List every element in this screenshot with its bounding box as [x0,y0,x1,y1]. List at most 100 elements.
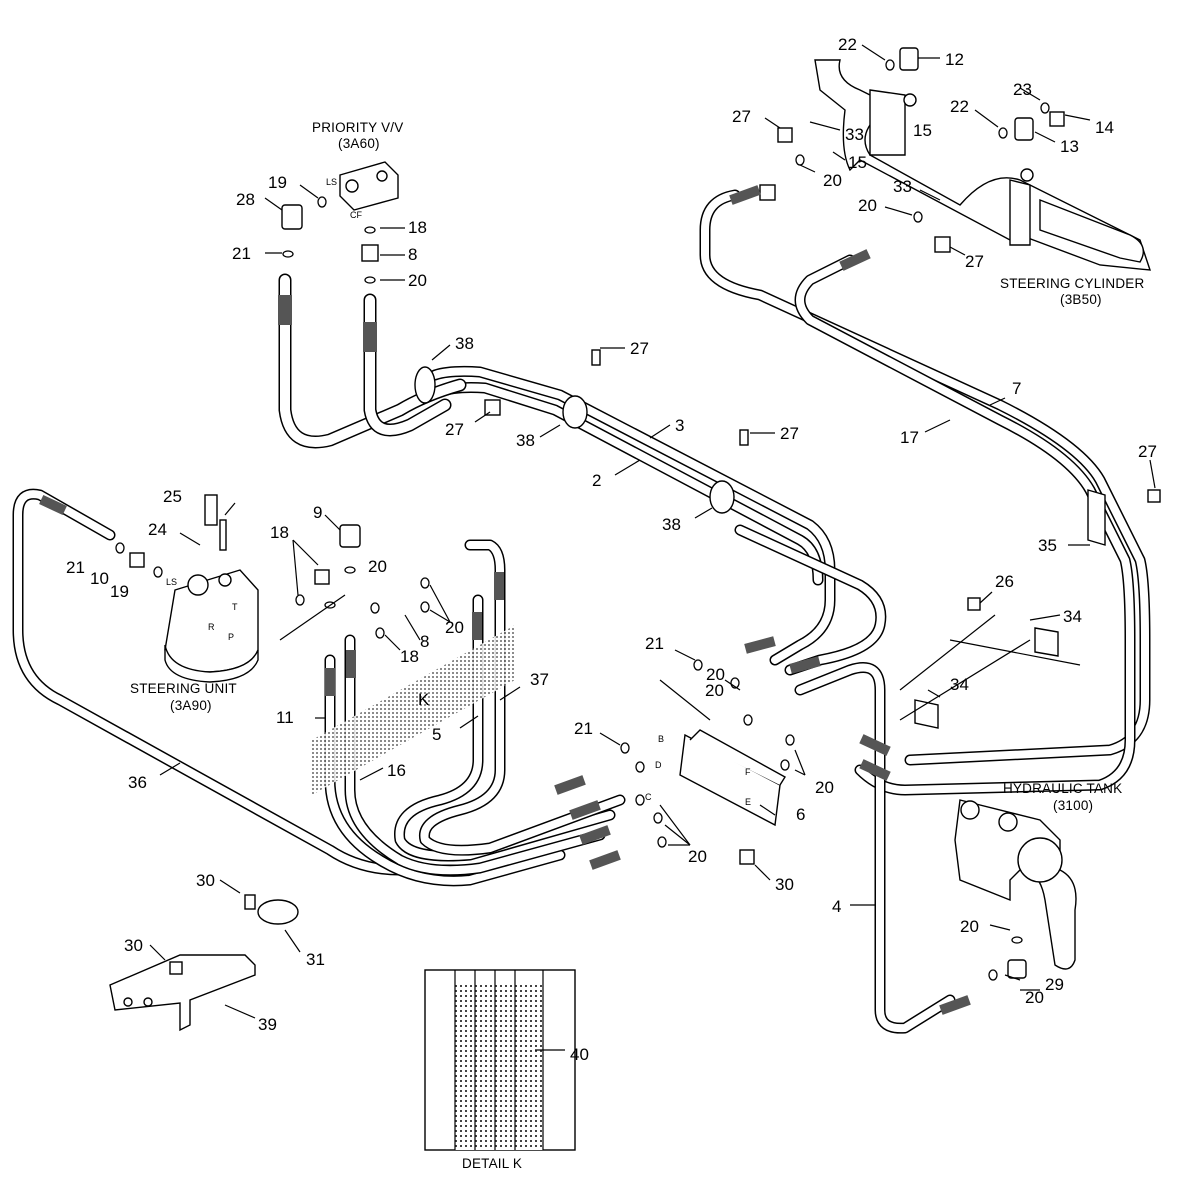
callout: 20 [815,778,834,797]
port-letter: LS [326,177,337,187]
callout: 33 [845,125,864,144]
callout: 17 [900,428,919,447]
callout: 21 [66,558,85,577]
callout: 10 [90,569,109,588]
callout: 38 [662,515,681,534]
callout: 20 [445,618,464,637]
steering-cylinder [814,59,1152,271]
callout: 20 [705,681,724,700]
callout: 6 [796,805,805,824]
svg-text:T: T [232,602,238,612]
callout: 18 [400,647,419,666]
callout: 16 [387,761,406,780]
callout: 27 [445,420,464,439]
pipe-routes [12,189,1151,1034]
callout: 20 [706,665,725,684]
callout: 14 [1095,118,1114,137]
detail-k-title: DETAIL K [462,1156,522,1171]
callout: 33 [893,177,912,196]
callout: 22 [838,35,857,54]
callout: 27 [965,252,984,271]
callout: 24 [148,520,167,539]
callout: 20 [858,196,877,215]
port-letter: LS [166,577,177,587]
callout: 4 [832,897,841,916]
callout: 27 [1138,442,1157,461]
callout: 27 [732,107,751,126]
steering-unit: T R P [164,519,259,683]
port-letter: C [645,792,652,802]
hose-ends [39,185,971,1015]
svg-text:R: R [208,622,215,632]
component-labels: PRIORITY V/V (3A60) STEERING CYLINDER (3… [130,120,1144,813]
callout: 13 [1060,137,1079,156]
callout: 25 [163,487,182,506]
callout: 34 [950,675,969,694]
callout: 30 [775,875,794,894]
callout: 35 [1038,536,1057,555]
callout: 28 [236,190,255,209]
callout: 11 [276,708,294,727]
leader-lines [149,44,1156,1019]
steering-cylinder-label: STEERING CYLINDER [1000,276,1144,291]
callout: 36 [128,773,147,792]
callout: 19 [110,582,129,601]
callout: 5 [432,725,441,744]
port-letter: CF [350,210,362,220]
hydraulic-tank-label: HYDRAULIC TANK [1003,781,1122,796]
o-rings [115,59,1050,981]
callout: 20 [960,917,979,936]
fittings [129,47,1161,979]
callout: 7 [1012,379,1021,398]
callout: 20 [688,847,707,866]
hydraulic-tank [954,799,1077,970]
callout: 9 [313,503,322,522]
callout: 21 [232,244,251,263]
callout: 27 [630,339,649,358]
callout: 15 [848,153,867,172]
steering-unit-code: (3A90) [170,698,212,713]
callout: 27 [780,424,799,443]
steering-unit-label: STEERING UNIT [130,681,237,696]
callout: 18 [270,523,289,542]
priority-valve-code: (3A60) [338,136,380,151]
callout: 20 [368,557,387,576]
hydraulic-tank-code: (3100) [1053,798,1093,813]
callout-numbers: 22 12 2 3 14 22 13 27 33 15 15 20 33 20 2… [66,35,1157,1064]
section-k-hatch: K [312,625,515,795]
port-letter: F [745,767,751,777]
callout: 21 [645,634,664,653]
callout: 38 [516,431,535,450]
manifold-block [679,729,786,827]
priority-valve [339,161,399,211]
detail-k: DETAIL K [424,969,576,1171]
port-letter: B [658,734,664,744]
callout: 2 [592,471,601,490]
callout: 3 [675,416,684,435]
callout: 39 [258,1015,277,1034]
callout: 19 [268,173,287,192]
callout: 37 [530,670,549,689]
priority-valve-label: PRIORITY V/V [312,120,403,135]
port-letter: E [745,797,751,807]
port-letter: D [655,760,662,770]
callout: 22 [950,97,969,116]
steering-cylinder-code: (3B50) [1060,292,1102,307]
callout: 34 [1063,607,1082,626]
callout: 29 [1045,975,1064,994]
callout: 26 [995,572,1014,591]
svg-text:P: P [228,632,234,642]
callout: 30 [124,936,143,955]
callout: 18 [408,218,427,237]
callout: 30 [196,871,215,890]
callout: 8 [408,245,417,264]
callout: 15 [913,121,932,140]
callout: 12 [945,50,964,69]
callout: 8 [420,632,429,651]
bracket-and-clamp [109,899,299,1032]
callout: 38 [455,334,474,353]
section-k-letter: K [418,690,430,709]
callout: 20 [1025,988,1044,1007]
callout: 20 [408,271,427,290]
